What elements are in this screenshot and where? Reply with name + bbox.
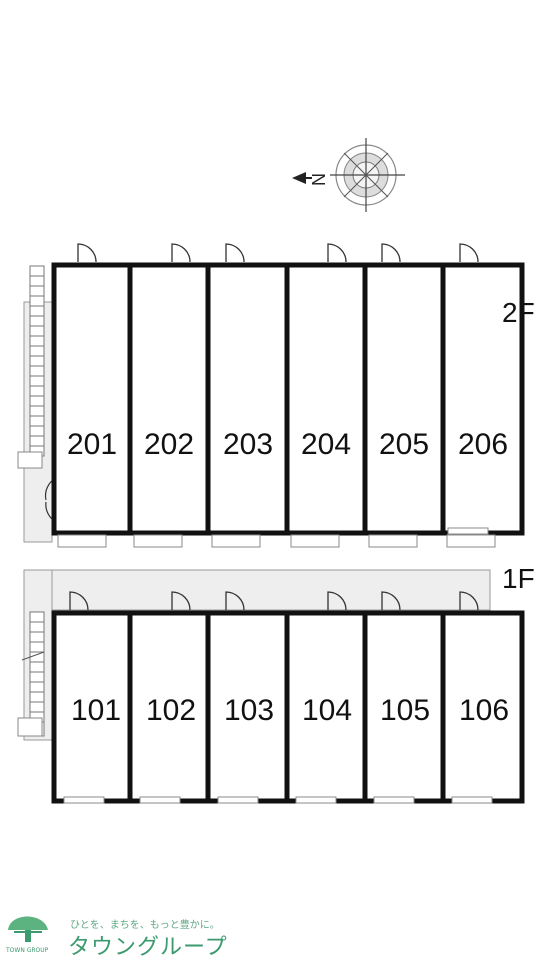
staircase-1f [29, 611, 45, 737]
brand-name: タウングループ [68, 935, 228, 960]
floor-label-2f: 2F [502, 297, 535, 328]
room-104-label: 104 [302, 694, 352, 727]
brand-small-text: TOWN GROUP [6, 947, 49, 954]
compass-north-label: N [309, 173, 329, 186]
windows-1f [63, 796, 493, 804]
staircase-2f [29, 265, 45, 457]
compass-axis-diagonal [343, 152, 389, 198]
doors-1f [69, 591, 479, 611]
room-102-label: 102 [146, 694, 196, 727]
stair-box-2f [17, 451, 43, 469]
room-205-label: 205 [379, 428, 429, 461]
stair-arrow-1f [21, 651, 45, 661]
room-105-label: 105 [380, 694, 430, 727]
brand-logo-icon [6, 915, 50, 943]
room-204-label: 204 [301, 428, 351, 461]
balconies-2f [57, 534, 496, 548]
north-arrow-icon [292, 172, 306, 184]
room-206-label: 206 [458, 428, 508, 461]
corridor-1f [23, 569, 491, 611]
window-206 [447, 527, 489, 535]
room-106-label: 106 [459, 694, 509, 727]
floor-2f: 201 202 203 204 205 206 2F [17, 243, 535, 548]
doors-2f [77, 243, 479, 263]
room-101-label: 101 [71, 694, 121, 727]
floor-label-1f: 1F [502, 563, 535, 594]
brand-tagline: ひとを、まちを、もっと豊かに。 [70, 920, 220, 931]
stair-box-1f [17, 717, 43, 737]
room-103-label: 103 [224, 694, 274, 727]
floor-1f: 101 102 103 104 105 106 1F [17, 563, 535, 804]
room-201-label: 201 [67, 428, 117, 461]
room-203-label: 203 [223, 428, 273, 461]
room-202-label: 202 [144, 428, 194, 461]
compass: N [292, 138, 405, 212]
